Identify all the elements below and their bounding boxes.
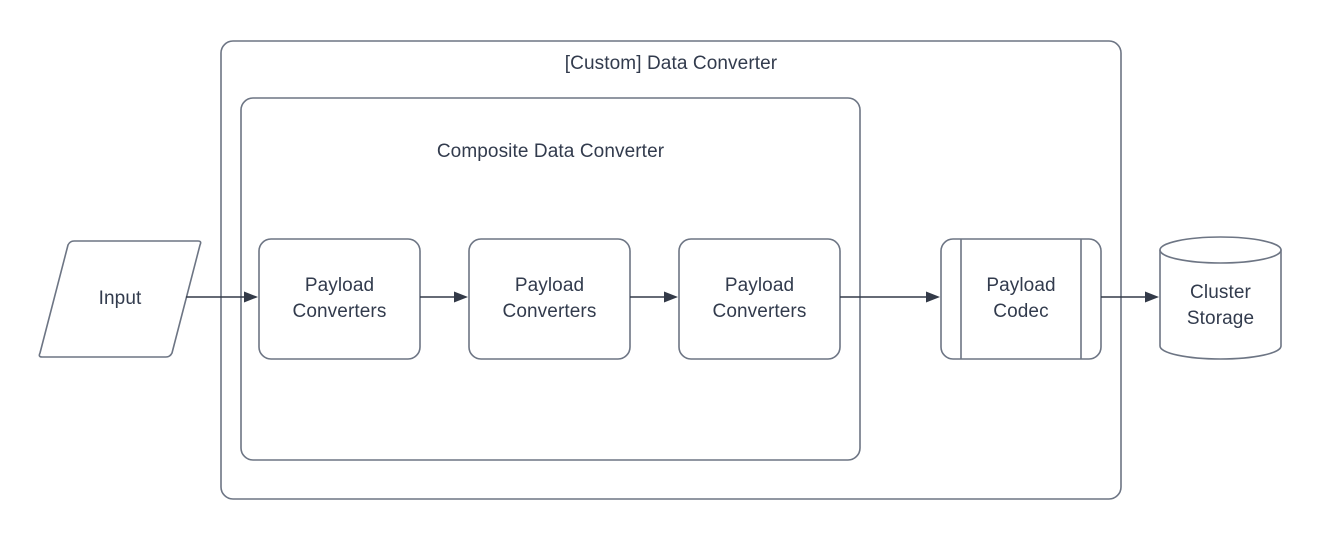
edge-converter-2-to-converter-3 xyxy=(630,291,678,303)
node-cluster-storage-label: Cluster Storage xyxy=(1186,282,1255,329)
node-payload-converters-1-label: Payload Converters xyxy=(292,275,387,322)
container-composite-data-converter-label: Composite Data Converter xyxy=(436,141,665,162)
container-custom-data-converter-label: [Custom] Data Converter xyxy=(564,53,778,74)
node-payload-converters-1-shape[interactable] xyxy=(258,238,421,360)
node-payload-converters-3-label: Payload Converters xyxy=(712,275,807,322)
node-payload-converters-2-label: Payload Converters xyxy=(502,275,597,322)
edge-converter-1-to-converter-2 xyxy=(420,291,468,303)
edge-converter-3-to-codec xyxy=(840,291,940,303)
edge-codec-to-storage xyxy=(1101,291,1159,303)
node-payload-converters-2-shape[interactable] xyxy=(468,238,631,360)
node-input-label: Input xyxy=(98,288,142,309)
node-payload-converters-3-shape[interactable] xyxy=(678,238,841,360)
node-input-shape[interactable] xyxy=(38,240,202,358)
node-cluster-storage-body[interactable] xyxy=(1159,249,1282,360)
node-cluster-storage-top-ellipse xyxy=(1159,236,1282,264)
node-payload-codec-shape[interactable] xyxy=(940,238,1102,360)
node-payload-codec-label: Payload Codec xyxy=(986,275,1056,322)
edge-input-to-converter-1 xyxy=(186,291,258,303)
